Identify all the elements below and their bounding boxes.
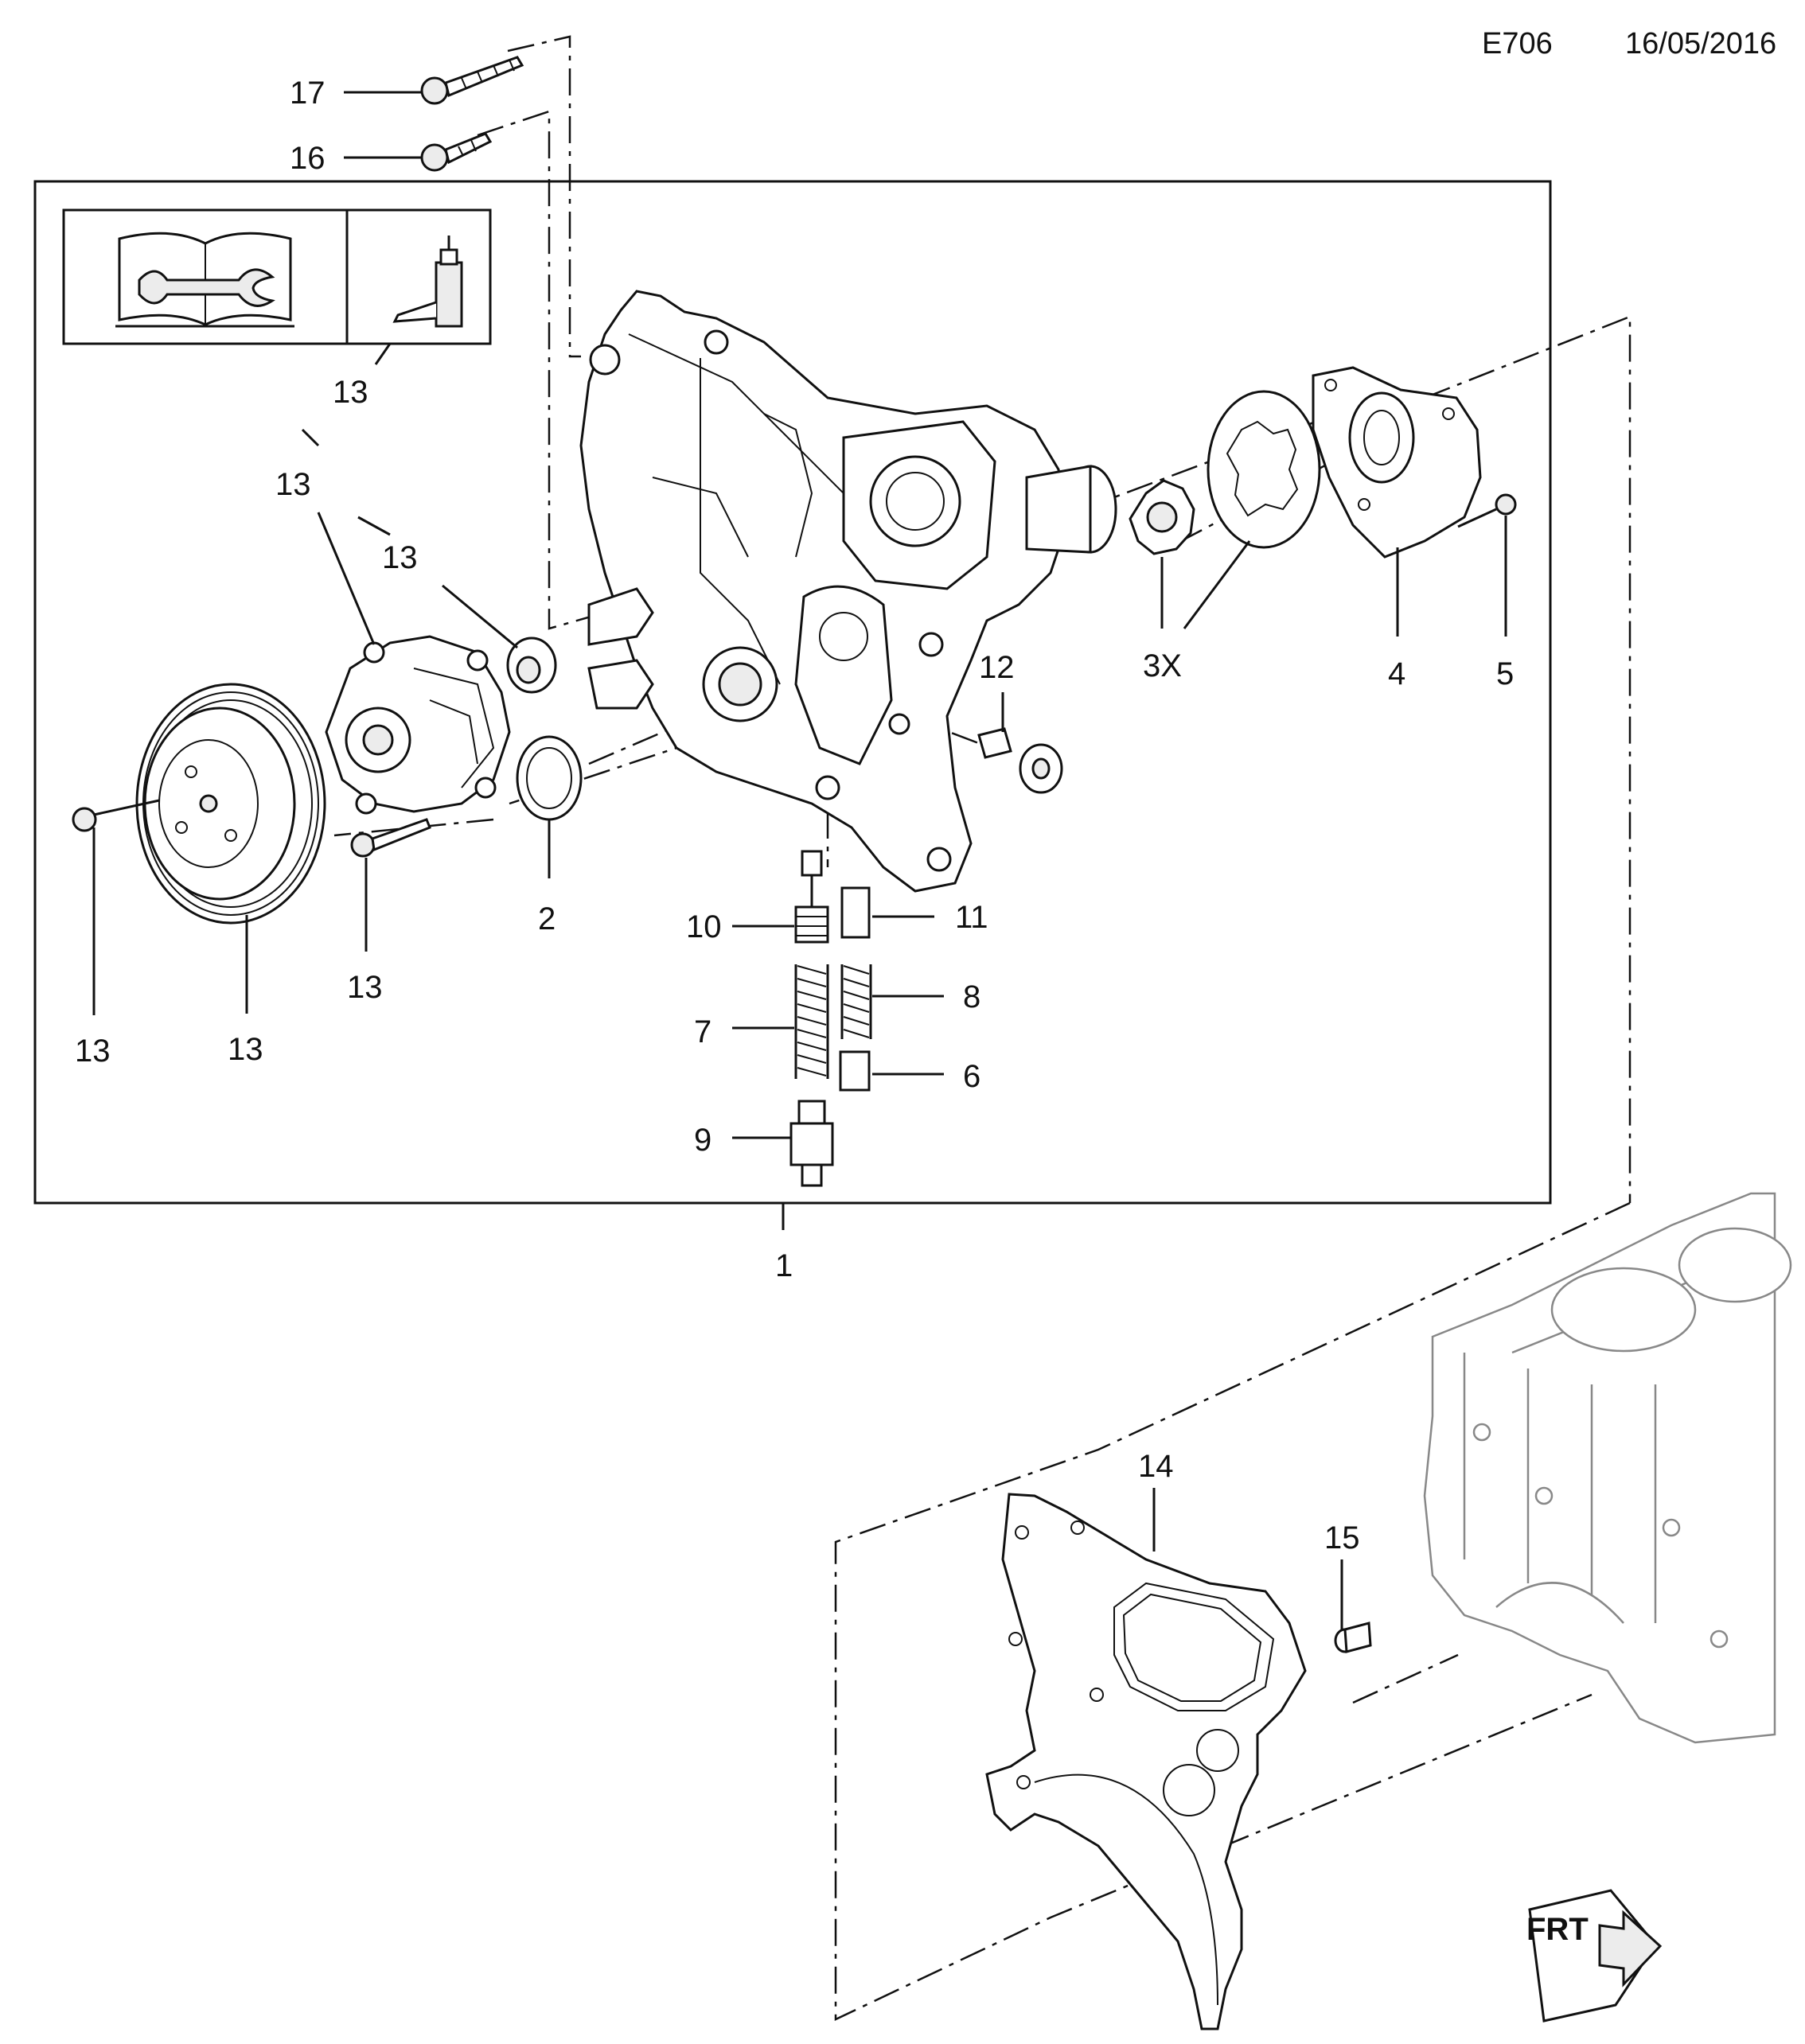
- callout-17: 17: [290, 76, 326, 111]
- callout-4: 4: [1388, 656, 1405, 691]
- callout-13: 13: [382, 540, 418, 575]
- assembly-frame: [33, 180, 1552, 1205]
- callout-15: 15: [1324, 1520, 1360, 1555]
- front-label: FRT: [1526, 1912, 1589, 1947]
- callout-7: 7: [694, 1014, 711, 1049]
- valve-stack: [789, 850, 872, 1187]
- callout-6: 6: [963, 1059, 980, 1094]
- callout-13: 13: [347, 970, 383, 1005]
- callout-10: 10: [686, 909, 722, 944]
- leader-lines: [92, 91, 1507, 1629]
- crank-pulley: [135, 683, 326, 925]
- callout-12: 12: [979, 650, 1015, 685]
- screw-5: [1457, 493, 1517, 528]
- callout-5: 5: [1496, 656, 1514, 691]
- info-box: [62, 208, 492, 345]
- callout-11: 11: [955, 900, 988, 935]
- plug-12: [977, 727, 1063, 794]
- callout-13: 13: [228, 1032, 263, 1067]
- oil-pump-outer-rotor: [1207, 390, 1321, 549]
- callouts: 17 16 13 13 13 2 13 13 13 12 3X 4 5 10 1…: [75, 76, 1514, 1555]
- callout-3x: 3X: [1143, 648, 1182, 683]
- pump-cover-plate: [1312, 366, 1482, 559]
- pulley-bolt: [72, 799, 160, 832]
- oil-pump-inner-rotor: [1129, 479, 1195, 555]
- front-arrow-icon: FRT: [1526, 1889, 1663, 2023]
- diagram-date: 16/05/2016: [1625, 27, 1777, 60]
- timing-cover-housing: [579, 290, 1117, 893]
- water-pump-bolt: [350, 818, 431, 858]
- callout-13: 13: [75, 1034, 111, 1069]
- engine-block: [1423, 1192, 1792, 1744]
- callout-2: 2: [538, 901, 556, 936]
- gasket-14: [985, 1493, 1307, 2030]
- callout-8: 8: [963, 979, 980, 1014]
- sealant-bottle-icon: [392, 236, 463, 328]
- bolt-17: [420, 56, 524, 105]
- callout-1: 1: [775, 1248, 793, 1283]
- callout-16: 16: [290, 141, 326, 176]
- water-pump: [325, 635, 511, 815]
- seal-ring: [516, 735, 583, 821]
- manual-wrench-icon: [115, 232, 294, 328]
- bolt-16: [420, 132, 493, 172]
- callout-14: 14: [1138, 1449, 1174, 1484]
- callout-13: 13: [333, 375, 368, 410]
- dowel-15: [1334, 1622, 1372, 1653]
- callout-9: 9: [694, 1123, 711, 1158]
- seal-plug: [506, 637, 557, 694]
- callout-13: 13: [275, 467, 311, 502]
- diagram-code: E706: [1482, 27, 1553, 60]
- assembly-lines: [333, 35, 1632, 2021]
